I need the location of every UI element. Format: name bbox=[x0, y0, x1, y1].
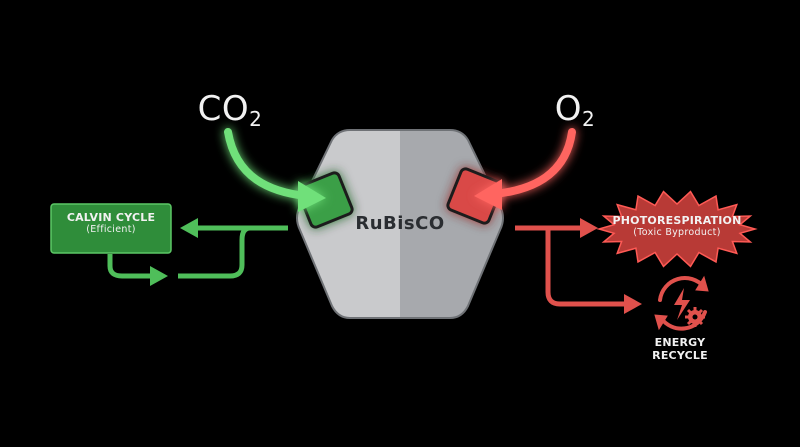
calvin-cycle-label: CALVIN CYCLE (Efficient) bbox=[51, 211, 171, 236]
lightning-bolt-icon bbox=[674, 288, 690, 320]
calvin-output-arrows bbox=[107, 218, 288, 286]
photorespiration-subtitle: (Toxic Byproduct) bbox=[633, 226, 721, 238]
photorespiration-label: PHOTORESPIRATION (Toxic Byproduct) bbox=[612, 214, 742, 239]
energy-recycle-line2: RECYCLE bbox=[652, 348, 708, 362]
o2-arrow bbox=[474, 128, 576, 210]
photorespiration-output-arrows bbox=[515, 218, 642, 314]
energy-recycle-line1: ENERGY bbox=[654, 336, 706, 349]
enzyme-label: RuBisCO bbox=[355, 213, 445, 234]
co2-arrow bbox=[224, 128, 326, 212]
o2-label: O2 bbox=[554, 89, 596, 131]
co2-label: CO2 bbox=[197, 89, 263, 131]
gear-icon bbox=[685, 307, 705, 327]
calvin-cycle-title: CALVIN CYCLE bbox=[66, 211, 156, 224]
calvin-cycle-subtitle: (Efficient) bbox=[86, 223, 136, 235]
calvin-cycle-box bbox=[50, 203, 172, 254]
photorespiration-burst bbox=[596, 190, 758, 268]
photorespiration-title: PHOTORESPIRATION bbox=[612, 214, 742, 227]
energy-recycle-label: ENERGY RECYCLE bbox=[635, 336, 725, 362]
